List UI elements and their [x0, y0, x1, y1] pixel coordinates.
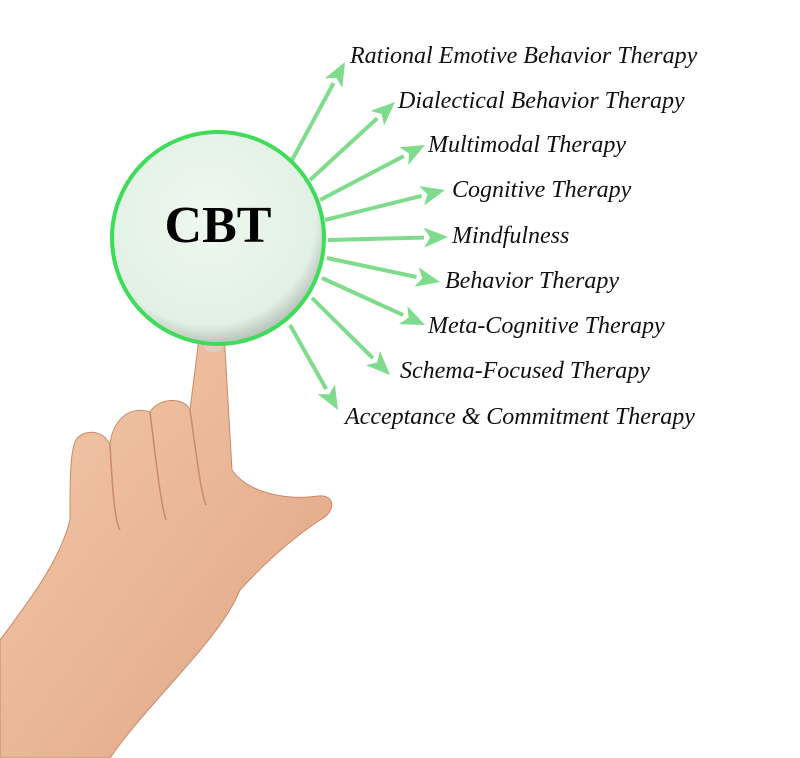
- arrow-head: [399, 145, 425, 165]
- arrow-head: [370, 102, 395, 126]
- arrow-shaft: [327, 235, 425, 242]
- arrow-shaft: [319, 154, 405, 202]
- arrow-head: [365, 351, 390, 375]
- branch-label: Cognitive Therapy: [452, 177, 632, 203]
- arrow-shaft: [290, 82, 336, 161]
- branch-label: Rational Emotive Behavior Therapy: [350, 43, 698, 69]
- branch-label: Meta-Cognitive Therapy: [428, 313, 665, 339]
- hand-image: [0, 323, 333, 758]
- arrow-head: [317, 384, 338, 410]
- arrow-head: [399, 305, 425, 325]
- branch-label: Acceptance & Commitment Therapy: [345, 404, 695, 430]
- branch-label: Dialectical Behavior Therapy: [398, 88, 685, 114]
- branch-label: Schema-Focused Therapy: [400, 358, 650, 384]
- arrow-head: [423, 227, 448, 248]
- arrow-head: [414, 267, 440, 287]
- arrow-shaft: [326, 256, 417, 279]
- arrow-shaft: [324, 193, 423, 222]
- arrow-shaft: [321, 276, 404, 317]
- cbt-circle: [110, 130, 326, 346]
- center-label: CBT: [164, 197, 272, 254]
- arrow-shaft: [308, 116, 379, 182]
- arrow-shaft: [288, 324, 328, 391]
- arrow-shaft: [310, 296, 375, 360]
- branch-label: Multimodal Therapy: [428, 132, 626, 158]
- arrow-head: [324, 62, 345, 88]
- arrow-head: [419, 186, 445, 206]
- branch-label: Mindfulness: [452, 223, 570, 249]
- branch-label: Behavior Therapy: [445, 268, 619, 294]
